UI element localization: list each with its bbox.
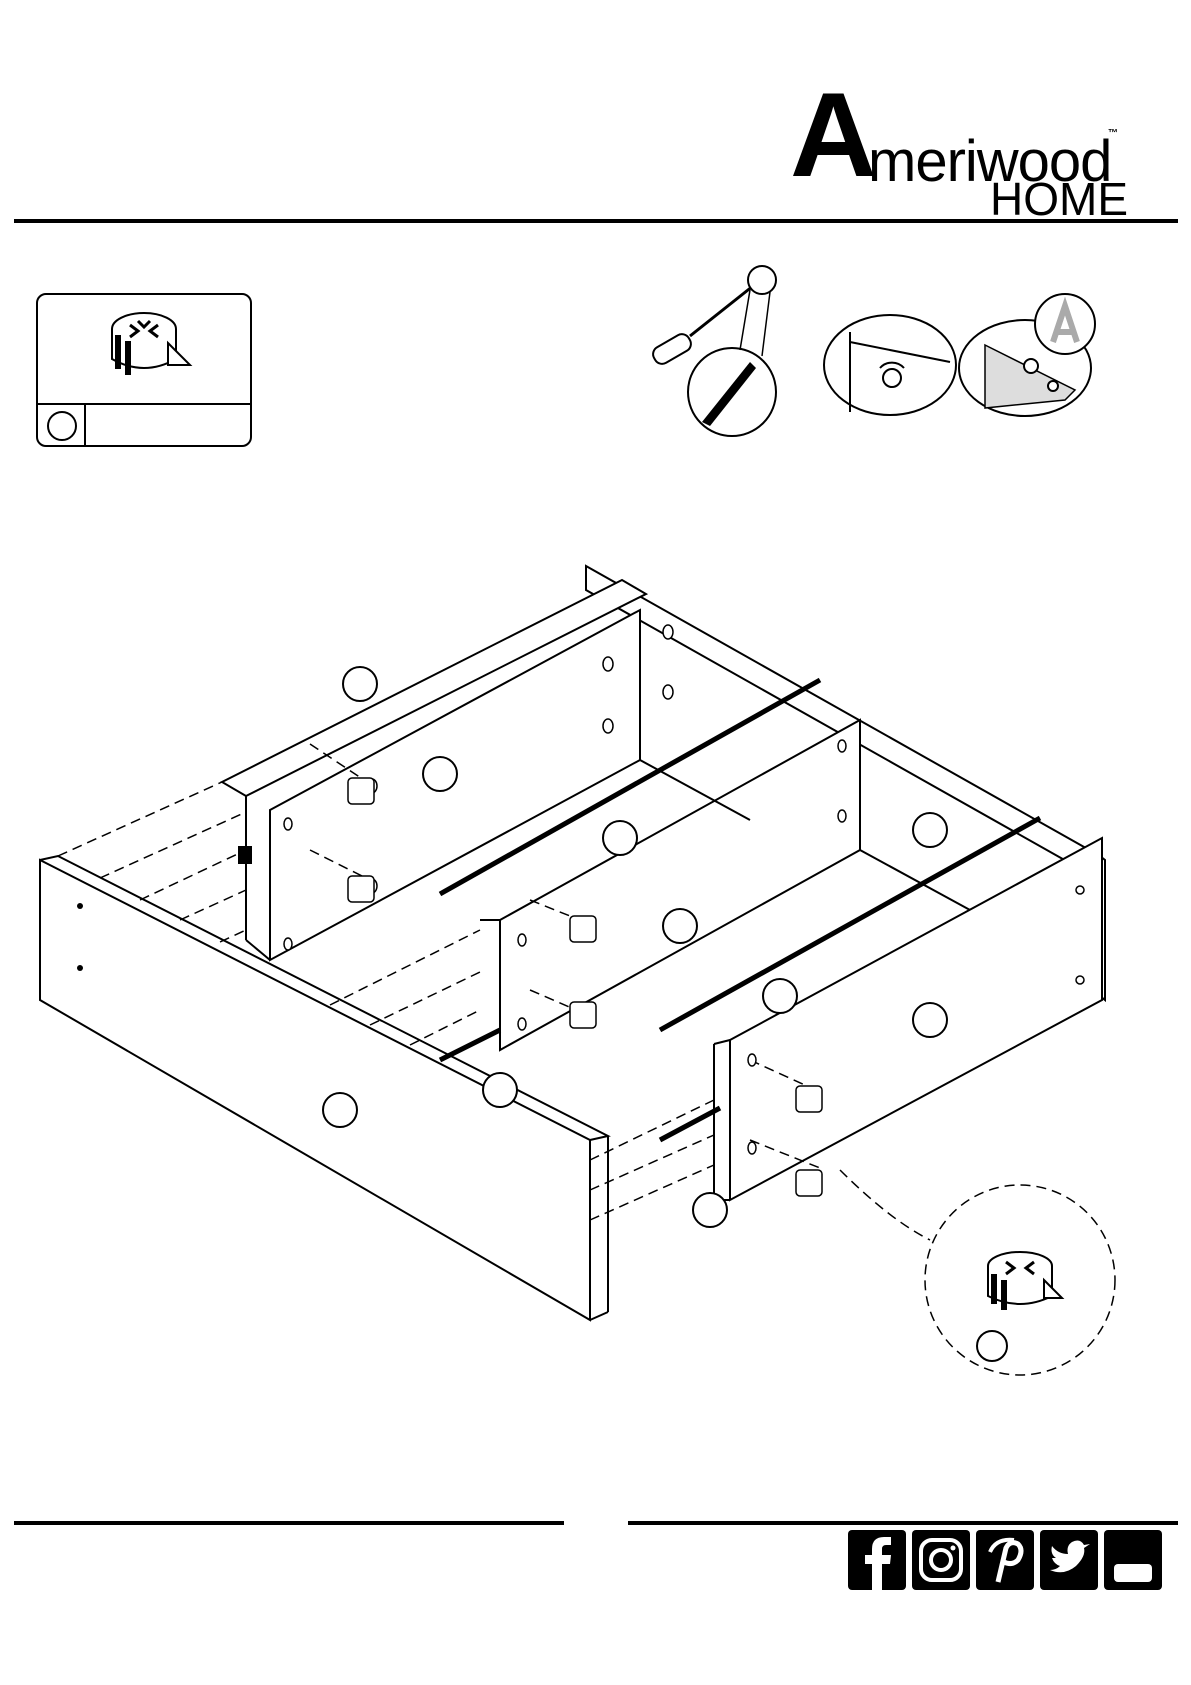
logo-home: HOME xyxy=(990,176,1128,222)
pinterest-icon[interactable] xyxy=(976,1530,1034,1590)
cam-turn-icon xyxy=(820,312,960,418)
screwdriver-icon xyxy=(640,262,780,442)
brand-logo: A meriwood HOME ™ xyxy=(790,80,1130,210)
logo-letter: A xyxy=(790,80,873,190)
board-edge-icon xyxy=(955,290,1105,420)
twitter-icon[interactable] xyxy=(1040,1530,1098,1590)
parts-box xyxy=(36,293,252,447)
instagram-icon[interactable] xyxy=(912,1530,970,1590)
footer-rule-left xyxy=(14,1521,564,1525)
footer-rule-right xyxy=(628,1521,1178,1525)
logo-tm: ™ xyxy=(1108,128,1118,139)
social-icons xyxy=(848,1530,1162,1590)
facebook-icon[interactable] xyxy=(848,1530,906,1590)
cam-lock-icon xyxy=(38,295,250,403)
youtube-icon[interactable] xyxy=(1104,1530,1162,1590)
part-label-circle xyxy=(47,411,77,441)
header-rule xyxy=(14,219,1178,223)
assembly-diagram xyxy=(30,560,1120,1430)
